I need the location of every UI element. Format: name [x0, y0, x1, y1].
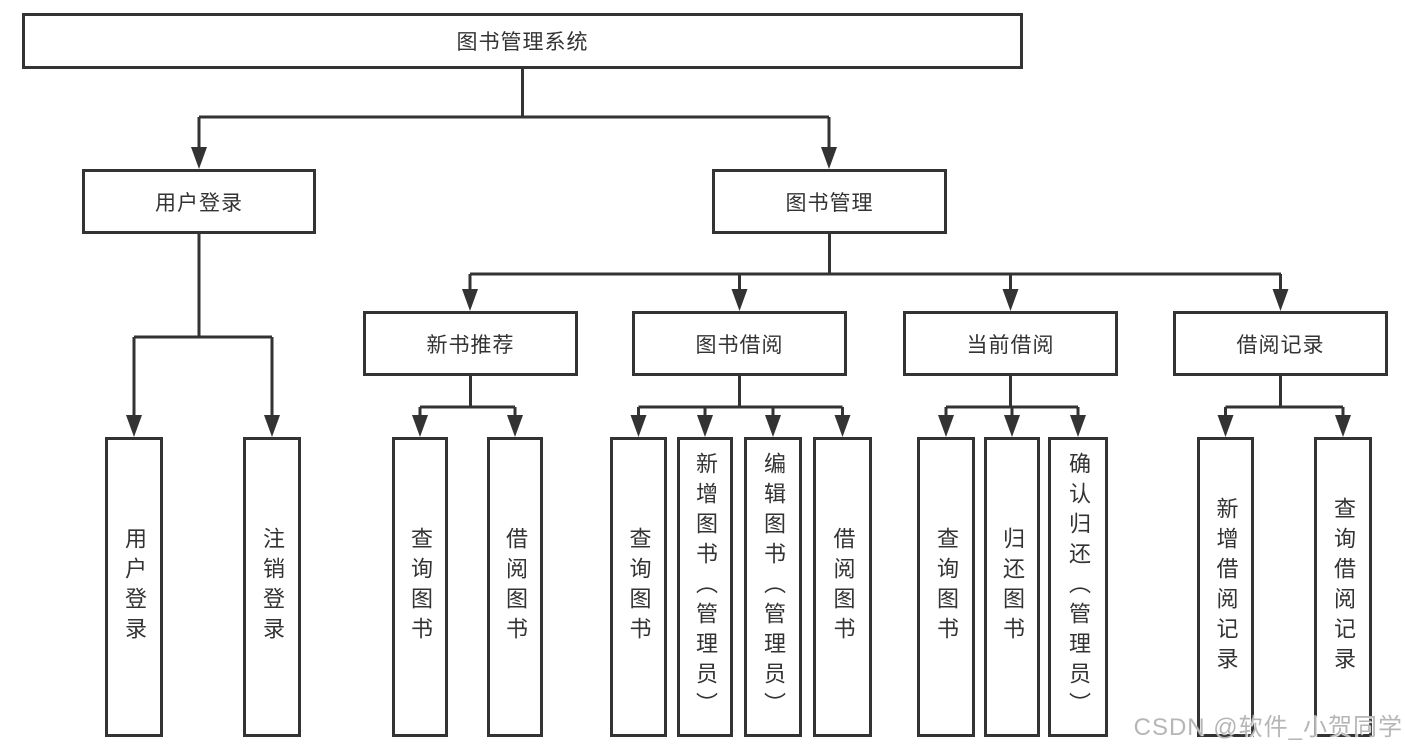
- connector-path: [132, 69, 1345, 419]
- node-system-root: 图书管理系统: [22, 13, 1023, 69]
- node-label: 查询图书: [408, 527, 433, 647]
- arrowheads: [126, 147, 1351, 437]
- node-label: 用户登录: [122, 527, 147, 647]
- leaf-logout-login: 注销登录: [243, 437, 301, 737]
- leaf-borrow-books: 借阅图书: [487, 437, 543, 737]
- node-label: 借阅记录: [1236, 333, 1325, 357]
- leaf-confirm-return-admin: 确认归还（管理员）: [1048, 437, 1108, 737]
- leaf-edit-books-admin: 编辑图书（管理员）: [744, 437, 802, 737]
- node-label: 编辑图书（管理员）: [761, 452, 786, 722]
- node-new-book-recommend: 新书推荐: [363, 311, 578, 376]
- leaf-return-books: 归还图书: [984, 437, 1040, 737]
- node-label: 查询图书: [934, 527, 959, 647]
- node-borrow-records: 借阅记录: [1173, 311, 1388, 376]
- node-label: 当前借阅: [966, 333, 1055, 357]
- leaf-query-books: 查询图书: [917, 437, 975, 737]
- node-book-borrowing: 图书借阅: [632, 311, 847, 376]
- leaf-add-borrow-record: 新增借阅记录: [1197, 437, 1254, 737]
- leaf-query-books: 查询图书: [392, 437, 448, 737]
- leaf-add-books-admin: 新增图书（管理员）: [677, 437, 733, 737]
- node-book-management: 图书管理: [712, 169, 947, 234]
- node-label: 新增图书（管理员）: [693, 452, 718, 722]
- node-label: 借阅图书: [503, 527, 528, 647]
- node-label: 新增借阅记录: [1213, 497, 1239, 677]
- node-label: 图书管理系统: [456, 31, 589, 54]
- node-label: 借阅图书: [830, 527, 856, 647]
- node-current-borrowing: 当前借阅: [903, 311, 1118, 376]
- leaf-query-borrow-record: 查询借阅记录: [1314, 437, 1372, 737]
- node-label: 注销登录: [260, 527, 285, 647]
- node-label: 查询借阅记录: [1331, 497, 1356, 677]
- leaf-query-books: 查询图书: [610, 437, 667, 737]
- node-label: 确认归还（管理员）: [1066, 452, 1091, 722]
- node-label: 图书管理: [785, 191, 874, 215]
- node-label: 新书推荐: [426, 333, 515, 357]
- node-label: 用户登录: [155, 191, 243, 215]
- leaf-borrow-books: 借阅图书: [813, 437, 872, 737]
- node-user-login: 用户登录: [82, 169, 316, 234]
- node-label: 归还图书: [1000, 527, 1025, 647]
- leaf-user-login: 用户登录: [105, 437, 163, 737]
- node-label: 查询图书: [626, 527, 652, 647]
- node-label: 图书借阅: [695, 333, 784, 357]
- csdn-watermark: CSDN @软件_小贺同学: [1133, 714, 1403, 741]
